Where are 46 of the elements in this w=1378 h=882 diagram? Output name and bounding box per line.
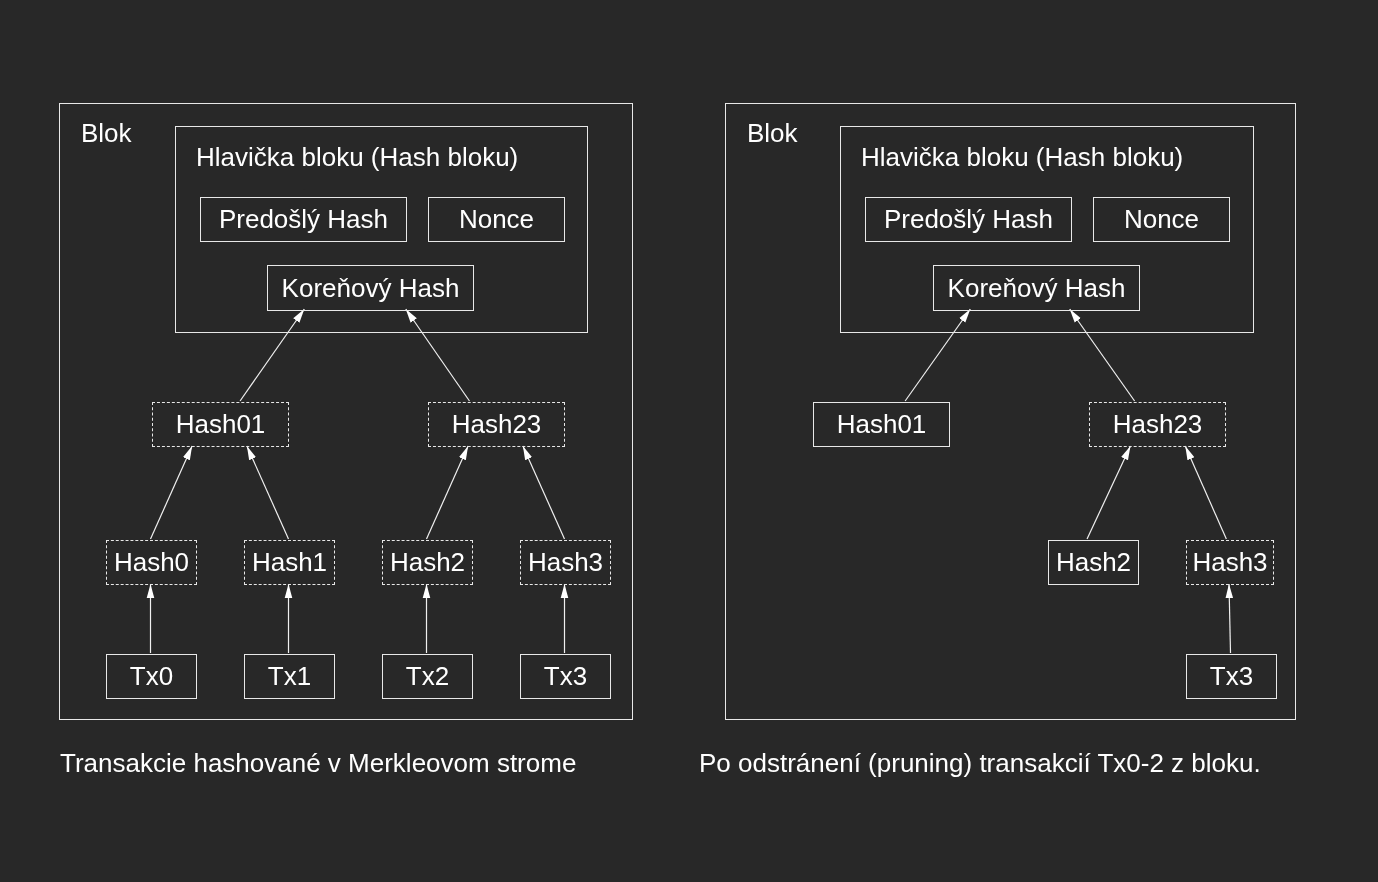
figure-caption: Transakcie hashované v Merkleovom strome — [60, 748, 577, 779]
hash-box: Hash01 — [813, 402, 950, 447]
hash-box: Nonce — [1093, 197, 1230, 242]
hash-box: Tx3 — [1186, 654, 1277, 699]
block-frame — [59, 103, 633, 720]
dashed-hash-box: Hash0 — [106, 540, 197, 585]
arrow — [522, 445, 566, 540]
arrow — [239, 308, 305, 402]
hash-box: Predošlý Hash — [865, 197, 1072, 242]
block-heading: Blok — [747, 118, 798, 149]
hash-box: Koreňový Hash — [933, 265, 1140, 311]
dashed-hash-box: Hash23 — [1089, 402, 1226, 447]
hash-box: Predošlý Hash — [200, 197, 407, 242]
arrow — [1086, 445, 1132, 540]
arrow — [1069, 308, 1136, 402]
arrow — [1225, 583, 1234, 654]
arrow — [904, 308, 971, 402]
dashed-hash-box: Hash3 — [520, 540, 611, 585]
arrow — [425, 445, 469, 540]
hash-box: Nonce — [428, 197, 565, 242]
block-frame — [725, 103, 1296, 720]
dashed-hash-box: Hash3 — [1186, 540, 1274, 585]
hash-box: Tx0 — [106, 654, 197, 699]
dashed-hash-box: Hash1 — [244, 540, 335, 585]
block-header-box — [175, 126, 588, 333]
arrow — [1184, 445, 1227, 540]
dashed-hash-box: Hash01 — [152, 402, 289, 447]
hash-box: Hash2 — [1048, 540, 1139, 585]
header-heading: Hlavička bloku (Hash bloku) — [196, 142, 519, 173]
block-header-box — [840, 126, 1254, 333]
hash-box: Tx3 — [520, 654, 611, 699]
arrow — [246, 445, 290, 540]
arrow — [422, 583, 431, 654]
figure-caption: Po odstránení (pruning) transakcií Tx0-2 z bloku. — [699, 748, 1261, 779]
hash-box: Tx2 — [382, 654, 473, 699]
arrow — [405, 308, 471, 402]
arrow — [146, 583, 155, 654]
header-heading: Hlavička bloku (Hash bloku) — [861, 142, 1184, 173]
arrow — [560, 583, 569, 654]
hash-box: Koreňový Hash — [267, 265, 474, 311]
dashed-hash-box: Hash2 — [382, 540, 473, 585]
arrow — [149, 445, 193, 540]
block-heading: Blok — [81, 118, 132, 149]
hash-box: Tx1 — [244, 654, 335, 699]
arrow — [284, 583, 293, 654]
dashed-hash-box: Hash23 — [428, 402, 565, 447]
